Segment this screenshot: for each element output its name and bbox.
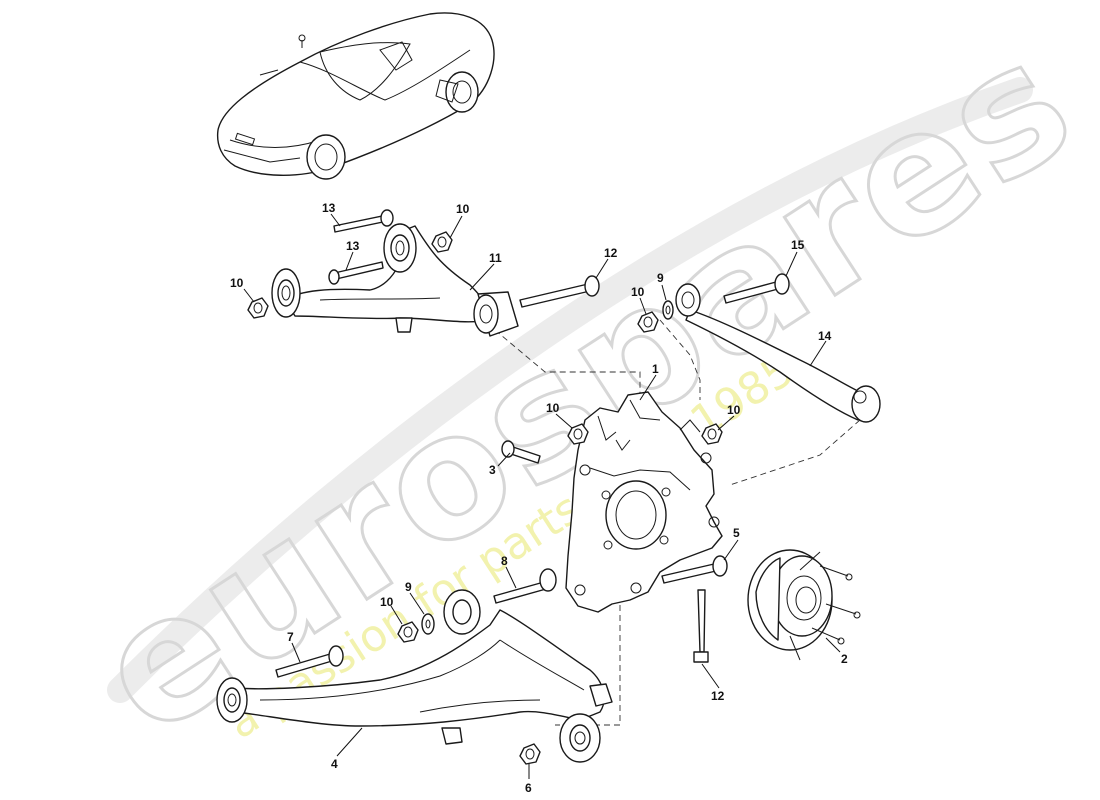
hub-carrier — [565, 391, 723, 613]
bolt-15 — [723, 273, 790, 304]
callout-12-lower: 12 — [711, 689, 725, 703]
leader-lines — [243, 213, 841, 779]
wheel-hub — [747, 549, 861, 661]
callout-10-left: 10 — [230, 276, 244, 290]
washer-9-upper — [662, 300, 674, 320]
car-overview-illustration — [216, 12, 495, 180]
callout-14: 14 — [818, 329, 832, 343]
bolt-13-upper — [333, 209, 394, 233]
upper-wishbone-bush-outer — [473, 291, 519, 337]
callout-13-upper: 13 — [322, 201, 336, 215]
callout-10-tierod: 10 — [631, 285, 645, 299]
callout-6: 6 — [525, 781, 532, 795]
callout-3: 3 — [489, 463, 496, 477]
callout-15: 15 — [791, 238, 805, 252]
callout-11: 11 — [489, 251, 502, 265]
callout-2: 2 — [841, 652, 848, 666]
nut-10-tierod — [637, 311, 659, 333]
callout-9-lower: 9 — [405, 580, 412, 594]
callout-9-upper: 9 — [657, 271, 664, 285]
upper-wishbone — [284, 225, 487, 333]
bolt-7 — [275, 645, 344, 678]
callout-labels: 13 13 10 10 11 12 9 10 15 14 1 10 10 3 5… — [230, 201, 848, 795]
lower-wishbone-bush-inner — [216, 677, 248, 723]
tie-rod — [675, 283, 881, 423]
lower-wishbone — [235, 609, 613, 745]
bolt-13-lower — [328, 261, 384, 285]
upper-wishbone-bush-left — [271, 268, 301, 318]
watermark-brand: eurospares — [64, 1, 1100, 774]
nut-10-carrier-right — [701, 423, 723, 445]
callout-12-upper: 12 — [604, 246, 618, 260]
nut-10-lower — [397, 621, 419, 643]
nut-10-carrier-left — [567, 423, 589, 445]
callout-5: 5 — [733, 526, 740, 540]
washer-9-lower — [421, 613, 435, 635]
bolt-8 — [493, 568, 557, 604]
lower-wishbone-bush-front — [443, 589, 481, 635]
bolt-3 — [501, 440, 541, 464]
lower-wishbone-bush-outer — [559, 713, 601, 763]
bolt-12-lower — [693, 589, 709, 663]
callout-4: 4 — [331, 757, 338, 771]
callout-10-upper-wishbone: 10 — [456, 202, 470, 216]
callout-13-lower: 13 — [346, 239, 360, 253]
callout-8: 8 — [501, 554, 508, 568]
nut-10-left — [247, 297, 269, 319]
callout-1: 1 — [652, 362, 659, 376]
upper-wishbone-bush-front — [383, 223, 417, 273]
callout-10-lower: 10 — [380, 595, 394, 609]
nut-10-upper — [431, 231, 453, 253]
bolt-12-upper — [519, 275, 600, 308]
watermark: eurospares a passion for parts since 198… — [63, 0, 1100, 776]
nut-6 — [519, 743, 541, 765]
callout-10-carrier-right: 10 — [727, 403, 741, 417]
callout-10-carrier-left: 10 — [546, 401, 560, 415]
callout-7: 7 — [287, 630, 294, 644]
bolt-5 — [661, 555, 728, 584]
watermark-swoosh — [107, 77, 1033, 703]
